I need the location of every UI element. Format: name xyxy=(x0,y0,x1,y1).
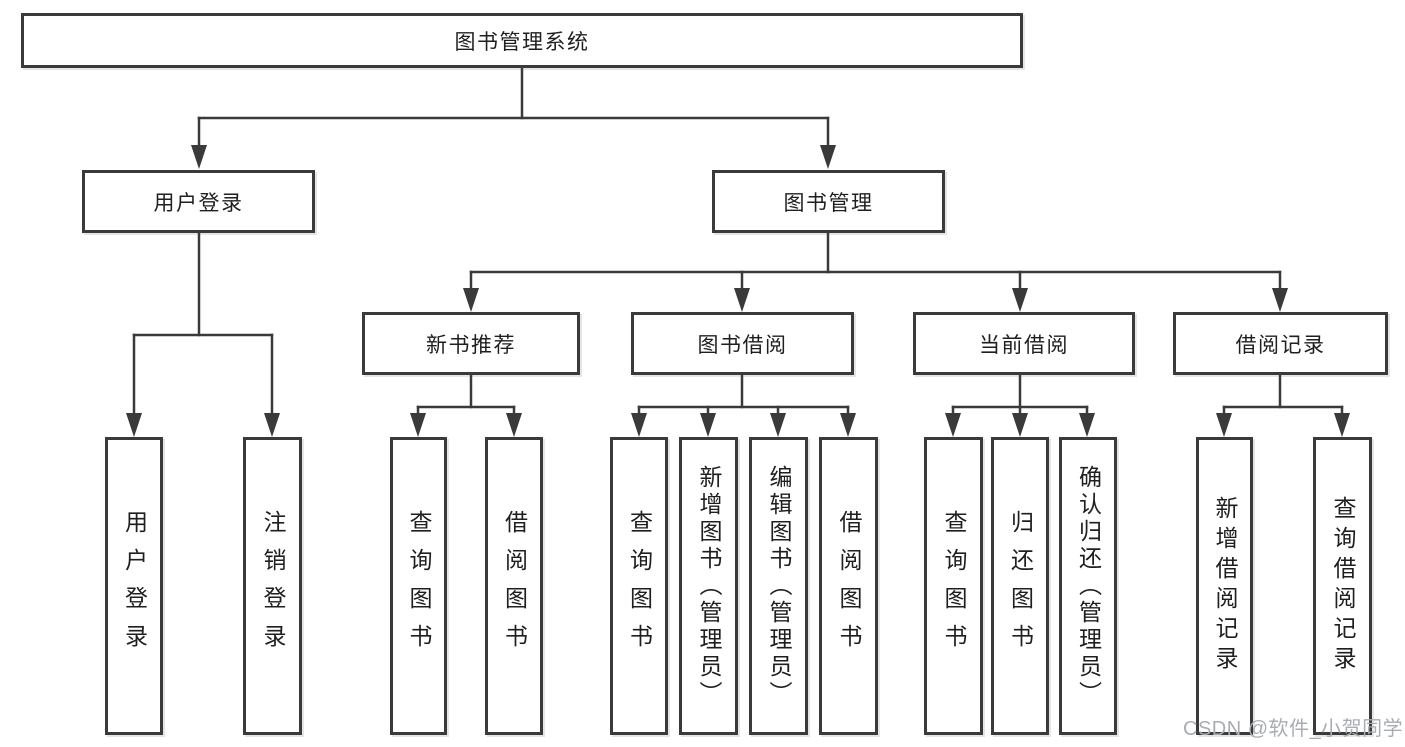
leaf-add-book-admin-label: 新增图书（管理员） xyxy=(696,464,722,708)
leaf-add-book-admin: 新增图书（管理员） xyxy=(679,437,738,735)
leaf-borrow-books-recommend: 借阅图书 xyxy=(485,437,543,735)
leaf-user-login-label: 用户登录 xyxy=(121,510,148,662)
leaf-edit-book-admin-label: 编辑图书（管理员） xyxy=(766,464,792,708)
leaf-query-books-recommend: 查询图书 xyxy=(390,437,447,735)
leaf-borrow-books-recommend-label: 借阅图书 xyxy=(501,510,528,662)
leaf-borrow-books: 借阅图书 xyxy=(819,437,878,735)
node-book-management-label: 图书管理 xyxy=(783,191,874,215)
node-user-login: 用户登录 xyxy=(82,170,315,233)
leaf-logout: 注销登录 xyxy=(243,437,302,735)
node-book-borrow: 图书借阅 xyxy=(631,312,854,375)
node-root-label: 图书管理系统 xyxy=(454,30,590,54)
node-new-book-recommend-label: 新书推荐 xyxy=(426,333,516,357)
leaf-logout-label: 注销登录 xyxy=(260,510,286,662)
leaf-query-books-recommend-label: 查询图书 xyxy=(406,510,432,662)
leaf-confirm-return-admin: 确认归还（管理员） xyxy=(1059,437,1117,735)
node-new-book-recommend: 新书推荐 xyxy=(362,312,580,375)
leaf-query-books-current: 查询图书 xyxy=(924,437,983,735)
leaf-query-books-borrow: 查询图书 xyxy=(610,437,668,735)
leaf-query-borrow-record-label: 查询借阅记录 xyxy=(1330,496,1356,676)
leaf-query-borrow-record: 查询借阅记录 xyxy=(1313,437,1372,735)
node-borrow-records-label: 借阅记录 xyxy=(1235,333,1326,357)
leaf-return-book-label: 归还图书 xyxy=(1007,510,1034,662)
node-borrow-records: 借阅记录 xyxy=(1173,312,1388,375)
leaf-add-borrow-record-label: 新增借阅记录 xyxy=(1212,496,1238,676)
leaf-borrow-books-label: 借阅图书 xyxy=(836,510,862,662)
leaf-return-book: 归还图书 xyxy=(991,437,1049,735)
leaf-edit-book-admin: 编辑图书（管理员） xyxy=(749,437,808,735)
leaf-add-borrow-record: 新增借阅记录 xyxy=(1196,437,1253,735)
node-book-borrow-label: 图书借阅 xyxy=(697,333,788,357)
leaf-query-books-borrow-label: 查询图书 xyxy=(626,510,653,662)
node-current-borrow: 当前借阅 xyxy=(913,312,1135,375)
leaf-confirm-return-admin-label: 确认归还（管理员） xyxy=(1075,464,1102,708)
watermark: CSDN @软件_小贺同学 xyxy=(1183,718,1404,740)
leaf-query-books-current-label: 查询图书 xyxy=(941,510,967,662)
node-book-management: 图书管理 xyxy=(712,170,945,233)
node-current-borrow-label: 当前借阅 xyxy=(979,333,1069,357)
node-root: 图书管理系统 xyxy=(21,13,1023,68)
node-user-login-label: 用户登录 xyxy=(153,191,244,215)
leaf-user-login: 用户登录 xyxy=(105,437,163,735)
